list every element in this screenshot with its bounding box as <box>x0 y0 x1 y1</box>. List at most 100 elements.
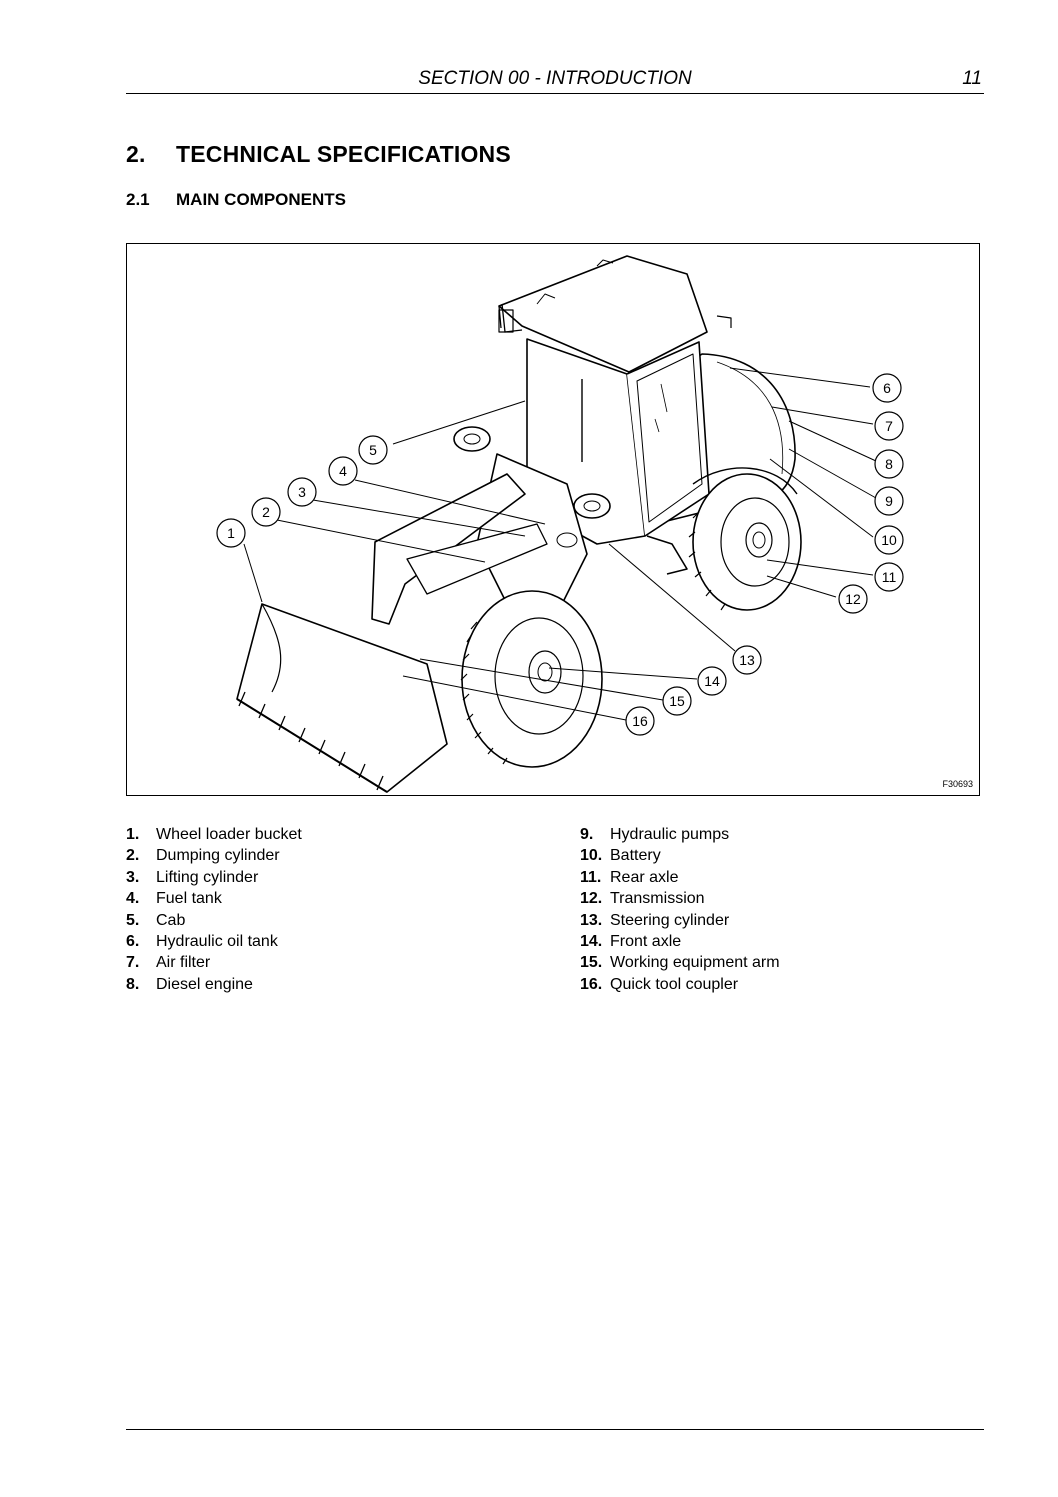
callout-5-number: 5 <box>369 442 377 458</box>
legend-item: 9. Hydraulic pumps <box>580 824 780 845</box>
section-title: SECTION 00 - INTRODUCTION <box>418 68 692 89</box>
legend-item: 10. Battery <box>580 845 780 866</box>
legend-number: 3. <box>126 868 140 886</box>
legend-right-column: 9. Hydraulic pumps 10. Battery 11. Rear axl… <box>580 824 780 995</box>
legend-number: 14. <box>580 933 603 951</box>
cab-roof <box>498 255 708 373</box>
loader-drawing <box>236 255 802 793</box>
section-heading-title: TECHNICAL SPECIFICATIONS <box>176 141 511 167</box>
callout-15: 15 <box>662 686 692 716</box>
callout-labels: 1 2 3 4 5 6 7 8 9 10 11 12 13 14 15 16 <box>216 373 904 736</box>
callout-4: 4 <box>328 456 358 486</box>
callout-16: 16 <box>625 706 655 736</box>
legend-label: Cab <box>156 911 186 929</box>
legend-number: 9. <box>580 826 594 843</box>
legend-item: 16. Quick tool coupler <box>580 974 780 995</box>
callout-8: 8 <box>874 449 904 479</box>
cab-door <box>626 341 710 537</box>
callout-6-number: 6 <box>883 380 891 396</box>
legend-item: 8. Diesel engine <box>126 974 302 995</box>
page-number: 11 <box>962 68 982 89</box>
page-header: SECTION 00 - INTRODUCTION 11 <box>126 66 984 94</box>
legend-label: Transmission <box>610 890 705 908</box>
legend-number: 15. <box>580 954 603 972</box>
legend-item: 2.Dumping cylinder <box>126 845 302 866</box>
legend-label: Diesel engine <box>156 975 253 993</box>
legend-item: 3. Lifting cylinder <box>126 867 302 888</box>
work-light-left <box>453 426 491 452</box>
callout-16-number: 16 <box>632 713 648 729</box>
legend-label: Lifting cylinder <box>156 868 259 886</box>
footer-rule <box>126 1429 984 1430</box>
callout-1-number: 1 <box>227 525 235 541</box>
bucket <box>236 603 448 793</box>
work-light-right <box>573 493 611 519</box>
subsection-heading-number: 2.1 <box>126 190 150 209</box>
loader-illustration: 1 2 3 4 5 6 7 8 9 10 11 12 13 14 15 16 <box>216 255 904 793</box>
legend-item: 1. Wheel loader bucket <box>126 824 302 845</box>
legend-label: Steering cylinder <box>610 911 730 929</box>
callout-1: 1 <box>216 518 246 548</box>
callout-8-number: 8 <box>885 456 893 472</box>
legend-number: 7. <box>126 954 140 972</box>
legend-item: 11. Rear axle <box>580 867 780 888</box>
legend-number: 5. <box>126 911 140 929</box>
callout-7-number: 7 <box>885 418 893 434</box>
loader-diagram: 1 2 3 4 5 6 7 8 9 10 11 12 13 14 15 16 F… <box>126 243 980 796</box>
legend-left-column: 1. Wheel loader bucket 2.Dumping cylinder… <box>126 824 302 995</box>
legend-number: 1. <box>126 826 140 843</box>
legend-label: Front axle <box>610 933 682 951</box>
legend-number: 11. <box>580 868 602 886</box>
legend-label: Rear axle <box>610 868 679 886</box>
callout-13-number: 13 <box>739 652 755 668</box>
legend-label: Wheel loader bucket <box>156 826 302 843</box>
callout-2: 2 <box>251 497 281 527</box>
legend-number: 4. <box>126 890 140 908</box>
legend-item: 15. Working equipment arm <box>580 952 780 973</box>
subsection-heading-title: MAIN COMPONENTS <box>176 190 346 209</box>
figure-code: F30693 <box>942 779 973 789</box>
legend-item: 13. Steering cylinder <box>580 910 780 931</box>
legend-label: Working equipment arm <box>610 954 780 972</box>
legend-item: 7. Air filter <box>126 952 302 973</box>
legend-label: Quick tool coupler <box>610 975 739 993</box>
legend-number: 10. <box>580 847 603 865</box>
callout-3-number: 3 <box>298 484 306 500</box>
legend-number: 12. <box>580 890 603 908</box>
legend-number: 13. <box>580 911 603 929</box>
subsection-heading: 2.1 MAIN COMPONENTS <box>126 190 346 210</box>
callout-10-number: 10 <box>881 532 897 548</box>
callout-12-number: 12 <box>845 591 861 607</box>
legend-label: Hydraulic oil tank <box>156 933 278 951</box>
legend-label: Air filter <box>156 954 211 972</box>
callout-11-number: 11 <box>882 569 897 585</box>
legend-item: 5. Cab <box>126 910 302 931</box>
section-heading-number: 2. <box>126 141 146 167</box>
legend-item: 12. Transmission <box>580 888 780 909</box>
legend-label: Dumping cylinder <box>156 847 280 865</box>
callout-5: 5 <box>358 435 388 465</box>
legend-number: 8. <box>126 975 140 993</box>
callout-14-number: 14 <box>704 673 720 689</box>
callout-9-number: 9 <box>885 493 893 509</box>
callout-6: 6 <box>872 373 902 403</box>
front-wheel <box>461 590 603 768</box>
callout-11: 11 <box>874 562 904 592</box>
legend-number: 16. <box>580 975 603 993</box>
callout-3: 3 <box>287 477 317 507</box>
callout-15-number: 15 <box>669 693 685 709</box>
legend-label: Battery <box>610 847 661 865</box>
section-heading: 2. TECHNICAL SPECIFICATIONS <box>126 141 511 168</box>
callout-12: 12 <box>838 584 868 614</box>
legend-number: 6. <box>126 933 140 951</box>
legend-item: 4.Fuel tank <box>126 888 302 909</box>
rear-wheel <box>692 473 802 611</box>
legend-label: Hydraulic pumps <box>610 826 730 843</box>
callout-10: 10 <box>874 525 904 555</box>
legend-item: 14. Front axle <box>580 931 780 952</box>
callout-4-number: 4 <box>339 463 347 479</box>
callout-2-number: 2 <box>262 504 270 520</box>
callout-9: 9 <box>874 486 904 516</box>
legend-item: 6. Hydraulic oil tank <box>126 931 302 952</box>
callout-leaders <box>243 367 877 721</box>
